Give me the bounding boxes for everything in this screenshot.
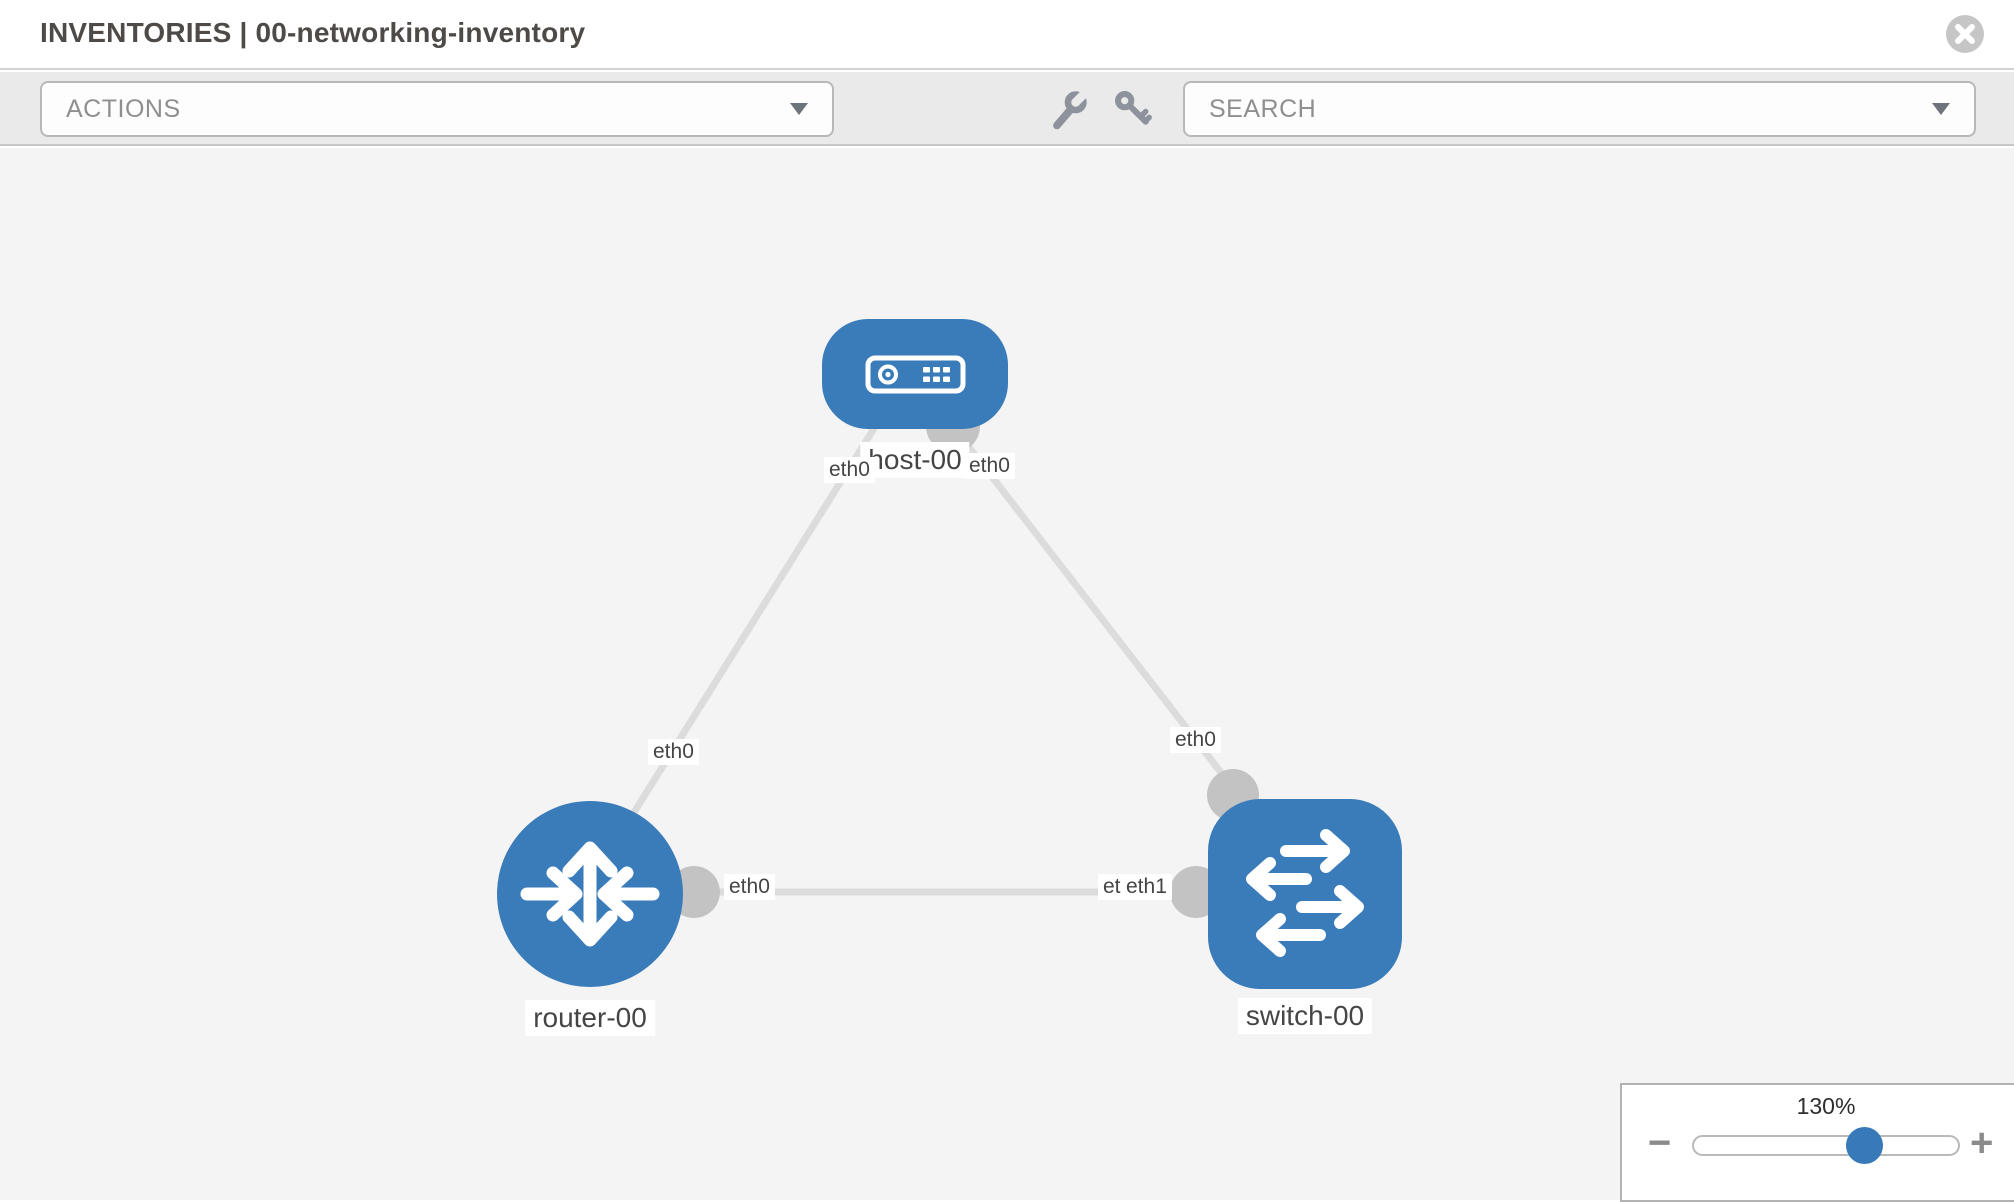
zoom-out-button[interactable]: − [1648,1121,1672,1165]
host-icon [865,355,966,394]
zoom-in-button[interactable]: + [1970,1121,1994,1165]
interface-label: eth0 [824,457,875,483]
node-label-host: host-00 [860,442,970,478]
router-icon [520,841,660,947]
credentials-button[interactable] [1112,88,1156,132]
actions-dropdown[interactable]: ACTIONS [40,81,834,137]
zoom-level-value: 130% [1796,1093,1856,1119]
zoom-slider-track[interactable] [1692,1135,1960,1156]
topology-canvas[interactable]: host-00 router-00 switch-00 eth0 eth0 et… [0,148,2014,1202]
wrench-icon [1053,86,1092,130]
node-host-00[interactable] [822,319,1008,429]
interface-label: eth0 [964,453,1015,479]
header-bar: INVENTORIES | 00-networking-inventory [0,0,2014,70]
search-dropdown[interactable]: SEARCH [1183,81,1976,137]
node-label-switch: switch-00 [1237,998,1373,1034]
interface-label: eth0 [1170,727,1221,753]
zoom-slider-thumb[interactable] [1846,1127,1883,1164]
key-icon [1115,91,1152,125]
node-router-00[interactable] [497,801,683,987]
configure-button[interactable] [1046,86,1092,132]
chevron-down-icon [790,103,808,115]
zoom-control-panel: 130% − + [1620,1083,2014,1202]
toolbar: ACTIONS SEARCH [0,72,2014,146]
interface-label: eth0 [648,739,699,765]
link-host-router [615,420,881,840]
switch-icon [1246,829,1364,957]
interface-label: eth1 [1121,874,1172,900]
node-label-router: router-00 [525,1000,655,1036]
interface-label: eth0 [724,874,775,900]
page-title: INVENTORIES | 00-networking-inventory [40,17,586,48]
search-dropdown-label: SEARCH [1209,94,1317,123]
chevron-down-icon [1932,103,1950,115]
actions-dropdown-label: ACTIONS [66,94,181,123]
close-button[interactable] [1944,13,1986,55]
node-switch-00[interactable] [1208,799,1402,989]
close-icon [1946,15,1984,53]
topology-links-layer [615,399,1259,918]
